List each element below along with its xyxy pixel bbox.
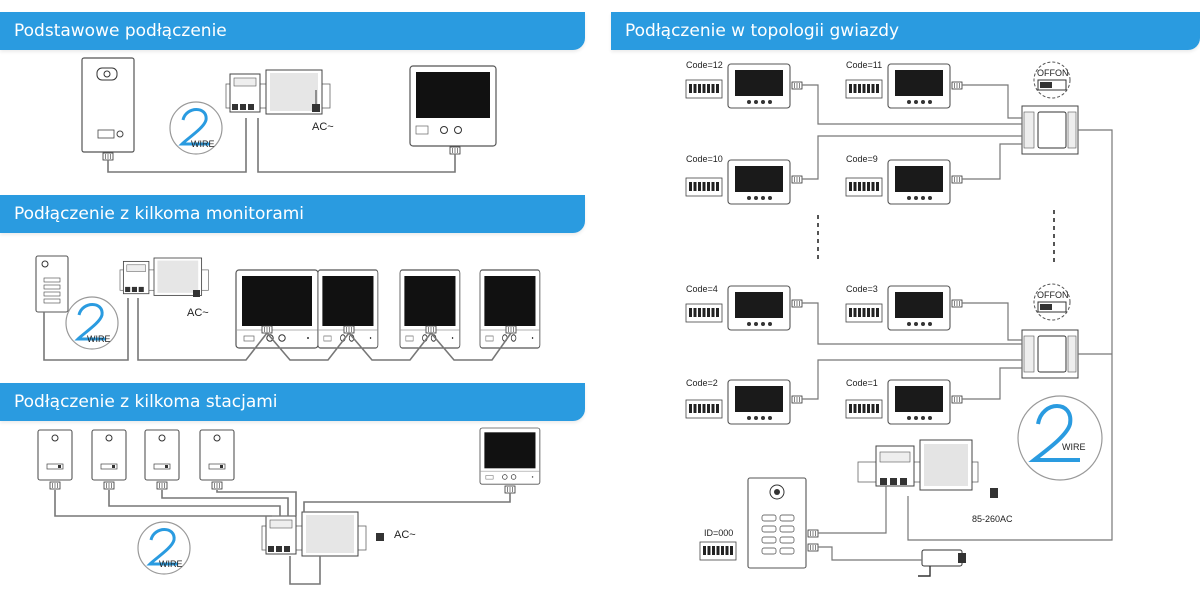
distributor-2 xyxy=(1021,329,1079,379)
monitor-code-label: Code=3 xyxy=(846,284,878,294)
id-label: ID=000 xyxy=(704,528,733,538)
ac-label: AC~ xyxy=(312,121,334,133)
wire-logo-text: WIRE xyxy=(1062,442,1086,452)
ac-plug-icon xyxy=(990,488,998,498)
wire-logo-text: WIRE xyxy=(191,139,215,149)
monitor-code-10 xyxy=(727,159,791,205)
psu-module-4 xyxy=(857,439,979,491)
diagram-basic: WIRE AC~ xyxy=(81,57,497,173)
monitor-code-label: Code=4 xyxy=(686,284,718,294)
monitor-code-label: Code=9 xyxy=(846,154,878,164)
diagram-multi-monitor: WIRE AC~ xyxy=(35,255,541,361)
switch-on-label: ON xyxy=(1055,290,1069,300)
monitor-2a xyxy=(235,269,319,349)
monitor-2b xyxy=(317,269,379,349)
section-header-multi-monitor: Podłączenie z kilkoma monitorami xyxy=(0,195,585,233)
section-header-star: Podłączenie w topologii gwiazdy xyxy=(611,12,1200,50)
switch-off-label: OFF xyxy=(1037,290,1055,300)
switch-off-label: OFF xyxy=(1037,68,1055,78)
monitor-code-3 xyxy=(887,285,951,331)
monitor-code-label: Code=10 xyxy=(686,154,723,164)
monitor-code-label: Code=11 xyxy=(846,60,882,70)
door-station-3c xyxy=(144,429,180,481)
ac-label: AC~ xyxy=(394,529,416,541)
monitor-2c xyxy=(399,269,461,349)
psu-range-label: 85-260AC xyxy=(972,514,1013,524)
switch-callout-2: OFF ON xyxy=(1033,283,1071,321)
psu-module-2 xyxy=(119,257,209,296)
door-station-4 xyxy=(747,477,807,569)
monitor-code-12 xyxy=(727,63,791,109)
monitor-code-label: Code=12 xyxy=(686,60,723,70)
monitor-1 xyxy=(409,65,497,147)
switch-callout-1: OFF ON xyxy=(1033,61,1071,99)
diagram-star: Code=12 Code=11 Code=10 Code=9 Code=4 Co… xyxy=(685,60,1113,577)
switch-on-label: ON xyxy=(1055,68,1069,78)
diagram-multi-station: WIRE AC~ xyxy=(37,427,541,585)
wire-logo-2: WIRE xyxy=(64,295,120,351)
door-station-2 xyxy=(35,255,69,313)
monitor-code-label: Code=1 xyxy=(846,378,878,388)
wire-logo-1: WIRE xyxy=(168,100,224,156)
wire-logo-4: WIRE xyxy=(1017,395,1103,481)
monitor-code-1 xyxy=(887,379,951,425)
wire-logo-text: WIRE xyxy=(87,334,111,344)
door-station-1 xyxy=(81,57,135,153)
section-header-multi-station: Podłączenie z kilkoma stacjami xyxy=(0,383,585,421)
door-station-3a xyxy=(37,429,73,481)
ac-plug-icon xyxy=(312,90,320,112)
door-station-3b xyxy=(91,429,127,481)
psu-module-3 xyxy=(261,511,367,557)
ac-plug-icon xyxy=(193,290,200,297)
monitor-code-11 xyxy=(887,63,951,109)
monitor-code-4 xyxy=(727,285,791,331)
monitor-code-label: Code=2 xyxy=(686,378,718,388)
door-station-3d xyxy=(199,429,235,481)
wire-logo-text: WIRE xyxy=(159,559,183,569)
distributor-1 xyxy=(1021,105,1079,155)
ac-plug-icon xyxy=(376,533,384,541)
monitor-code-2 xyxy=(727,379,791,425)
monitor-2d xyxy=(479,269,541,349)
camera-icon xyxy=(918,549,966,577)
monitor-3 xyxy=(479,427,541,485)
wire-logo-3: WIRE xyxy=(136,520,192,576)
section-header-basic: Podstawowe podłączenie xyxy=(0,12,585,50)
monitor-code-9 xyxy=(887,159,951,205)
ac-label: AC~ xyxy=(187,307,209,319)
